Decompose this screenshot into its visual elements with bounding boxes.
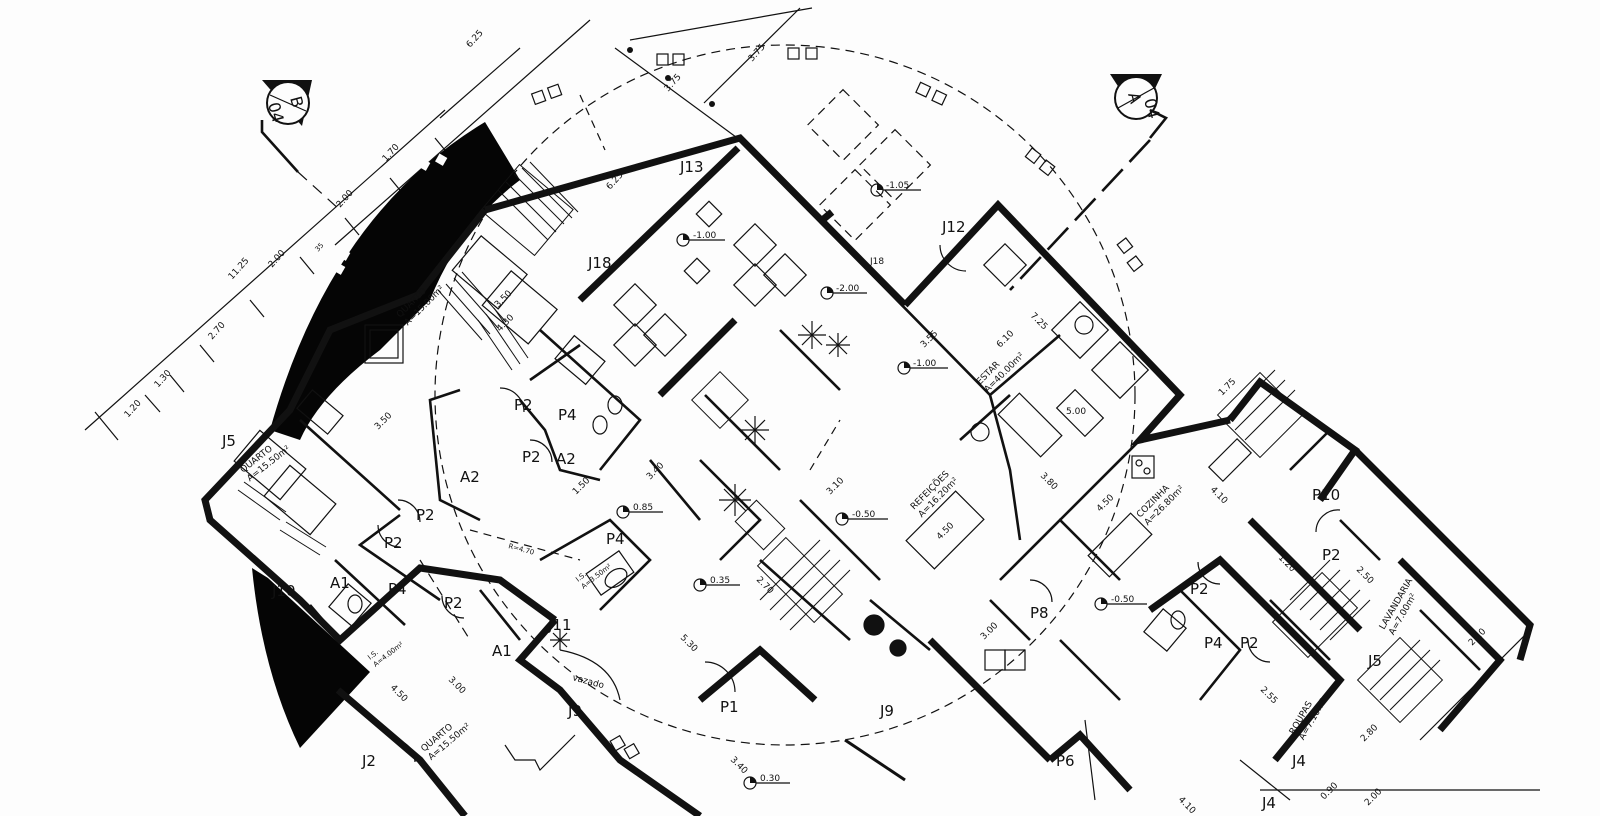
level-8: 0.35 bbox=[710, 576, 730, 586]
door-j4-b: J4 bbox=[1261, 794, 1276, 812]
section-mark-b: B 04 bbox=[260, 80, 341, 211]
dim-inner-23: 7.25 bbox=[1028, 311, 1049, 332]
door-j11: J11 bbox=[547, 616, 572, 634]
dim-inner-16: 3.40 bbox=[728, 755, 749, 776]
door-j18-b: J18 bbox=[869, 257, 884, 267]
interior-partitions bbox=[299, 329, 1481, 701]
door-a1-b: A1 bbox=[492, 642, 512, 660]
door-p8: P8 bbox=[1030, 604, 1049, 622]
dim-inner-26: 4.10 bbox=[1176, 795, 1197, 816]
circle-markers bbox=[530, 47, 1144, 760]
door-j5-a: J5 bbox=[221, 432, 236, 450]
door-p10: P10 bbox=[1312, 486, 1340, 504]
door-p2-g: P2 bbox=[1240, 634, 1259, 652]
level-6: -0.50 bbox=[1111, 595, 1135, 605]
section-mark-a: A 04 bbox=[1009, 74, 1169, 291]
construction-lines bbox=[419, 94, 1540, 801]
dim-inner-5: 3.80 bbox=[1038, 471, 1059, 492]
door-p2-a: P2 bbox=[514, 396, 533, 414]
dim-left-7: 1.20 bbox=[123, 398, 144, 420]
door-p4-c: P4 bbox=[388, 580, 407, 598]
dim-inner-19: 2.50 bbox=[1354, 565, 1375, 586]
dim-left-9: 35 bbox=[314, 241, 326, 253]
door-j13: J13 bbox=[679, 158, 704, 176]
door-j12: J12 bbox=[941, 218, 966, 236]
door-p6: P6 bbox=[1056, 752, 1075, 770]
dim-left-1: 1.70 bbox=[381, 142, 402, 164]
plants bbox=[550, 321, 907, 657]
door-swings bbox=[377, 244, 1341, 763]
dim-left-5: 2.70 bbox=[207, 320, 228, 342]
door-j9-b: J9 bbox=[879, 702, 894, 720]
door-p2-f: P2 bbox=[1190, 580, 1209, 598]
dim-inner-0: 3.50 bbox=[373, 411, 394, 432]
level-7: 0.85 bbox=[633, 503, 653, 513]
door-a1-a: A1 bbox=[330, 574, 350, 592]
level-9: 0.30 bbox=[760, 774, 780, 784]
dim-inner-10: 3.10 bbox=[825, 476, 846, 497]
door-p2-h: P2 bbox=[1322, 546, 1341, 564]
section-b-sheet: 04 bbox=[264, 100, 288, 125]
dim-inner-13: 3.00 bbox=[446, 675, 467, 696]
door-p1: P1 bbox=[720, 698, 739, 716]
dim-inner-6: 4.10 bbox=[1208, 485, 1229, 506]
retaining-earth-fill-lower bbox=[252, 568, 370, 748]
dim-left-6: 1.30 bbox=[153, 368, 174, 390]
door-j18-a: J18 bbox=[587, 254, 612, 272]
earth-openings bbox=[333, 153, 448, 275]
dim-inner-27: 0.90 bbox=[1319, 781, 1340, 802]
door-p4-d: P4 bbox=[1204, 634, 1223, 652]
dim-left-4: 11.25 bbox=[227, 256, 252, 282]
dim-left-3: 2.00 bbox=[267, 248, 288, 270]
door-p2-d: P2 bbox=[384, 534, 403, 552]
door-a2-b: A2 bbox=[460, 468, 480, 486]
door-p2-b: P2 bbox=[522, 448, 541, 466]
retaining-earth-fill bbox=[270, 122, 520, 440]
dim-inner-24: 1.75 bbox=[1217, 377, 1238, 398]
level-4: -1.00 bbox=[913, 359, 937, 369]
annotation-vazado: vazado bbox=[571, 673, 605, 691]
door-p2-c: P2 bbox=[416, 506, 435, 524]
section-b-letter: B bbox=[286, 94, 307, 110]
dim-inner-11: 3.00 bbox=[979, 621, 1000, 642]
dashed-circle-outline bbox=[434, 44, 1136, 746]
dim-inner-9: 1.50 bbox=[571, 476, 592, 497]
door-p4-a: P4 bbox=[558, 406, 577, 424]
dim-inner-3: 6.10 bbox=[995, 329, 1016, 350]
door-j4-a: J4 bbox=[1291, 752, 1306, 770]
dim-inner-14: 5.30 bbox=[678, 633, 699, 654]
stairs bbox=[480, 161, 1444, 724]
door-j9-a: J9 bbox=[567, 702, 582, 720]
door-j2: J2 bbox=[361, 752, 376, 770]
dim-inner-18: 2.55 bbox=[1258, 685, 1279, 706]
level-markers bbox=[616, 183, 1147, 790]
door-p2-e: P2 bbox=[444, 594, 463, 612]
dim-inner-17: 4.50 bbox=[1095, 493, 1116, 514]
door-labels: J13 J18 J12 J18 J5 J10 J11 J2 J9 J9 P1 P… bbox=[221, 158, 1382, 812]
level-5: -0.50 bbox=[852, 510, 876, 520]
furniture bbox=[233, 88, 1253, 671]
dim-inner-4: 5.00 bbox=[1066, 407, 1086, 417]
annotation-radius: R=4.70 bbox=[507, 542, 535, 557]
level-2: -1.05 bbox=[886, 181, 909, 191]
dim-inner-20: 2.80 bbox=[1359, 723, 1380, 744]
dim-inner-25: 1.20 bbox=[1276, 553, 1297, 574]
dim-inner-15: 2.70 bbox=[754, 575, 775, 596]
section-a-letter: A bbox=[1124, 90, 1145, 106]
door-j10: J10 bbox=[271, 582, 296, 600]
dim-inner-7: 4.50 bbox=[935, 521, 956, 542]
dim-inner-1: 3.50 bbox=[493, 289, 514, 310]
dim-inner-12: 4.50 bbox=[388, 683, 409, 704]
dim-left-0: 6.25 bbox=[465, 28, 486, 50]
level-1: -1.00 bbox=[693, 231, 717, 241]
level-3: -2.00 bbox=[836, 284, 860, 294]
door-a2-a: A2 bbox=[556, 450, 576, 468]
dim-inner-8: 3.40 bbox=[645, 461, 666, 482]
door-p4-b: P4 bbox=[606, 530, 625, 548]
door-j5-b: J5 bbox=[1367, 652, 1382, 670]
